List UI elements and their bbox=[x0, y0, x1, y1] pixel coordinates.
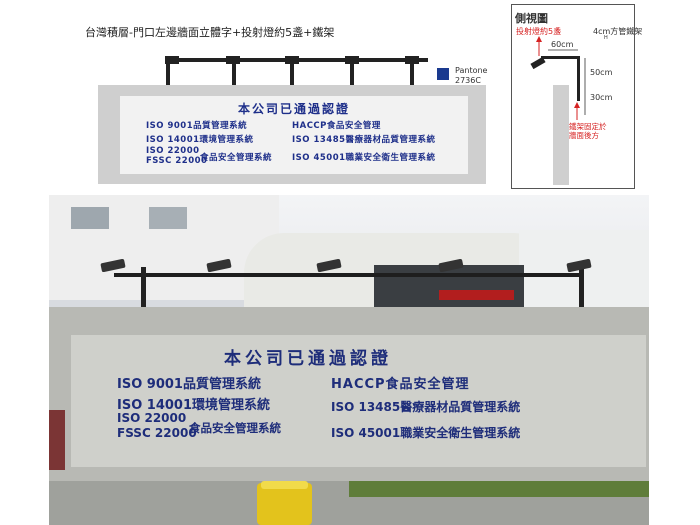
photo-red-object bbox=[49, 410, 65, 470]
design-right-line: HACCP食品安全管理 bbox=[292, 121, 381, 131]
side-fix-label: 鐵架固定於牆面後方 bbox=[569, 122, 607, 140]
side-bracket-vertical bbox=[577, 56, 580, 101]
photo-left-line: ISO 22000 bbox=[117, 411, 187, 425]
photo-panel bbox=[71, 335, 646, 467]
photo-building bbox=[519, 230, 649, 310]
photo-storefront bbox=[374, 265, 524, 307]
design-post bbox=[232, 62, 236, 86]
design-title: 台灣積層-門口左邊牆面立體字+投射燈約5盞+鐵架 bbox=[85, 26, 335, 39]
photo-heading: 本公司已通過認證 bbox=[224, 349, 392, 369]
design-post bbox=[350, 62, 354, 86]
spotlight-icon bbox=[345, 56, 359, 64]
spotlight-icon bbox=[405, 56, 419, 64]
photo-grass bbox=[349, 481, 649, 497]
design-left-line: ISO 22000 bbox=[146, 146, 200, 156]
side-lamp-label: 投射燈約5盞 bbox=[516, 27, 562, 36]
design-post bbox=[410, 62, 414, 86]
design-heading: 本公司已通過認證 bbox=[237, 102, 350, 116]
design-post bbox=[166, 62, 170, 86]
photo-post bbox=[141, 267, 146, 313]
design-left-line-suffix: 食品安全管理系統 bbox=[200, 153, 273, 163]
site-photo: 本公司已通過認證 ISO 9001品質管理系統 ISO 14001環境管理系統 … bbox=[49, 195, 649, 525]
side-h-label: H bbox=[604, 35, 608, 41]
design-panel: 本公司已通過認證 ISO 9001品質管理系統 ISO 14001環境管理系統 … bbox=[120, 96, 468, 174]
photo-right-line: ISO 13485醫療器材品質管理系統 bbox=[331, 400, 521, 414]
design-right-line: ISO 45001職業安全衛生管理系統 bbox=[292, 153, 436, 163]
photo-post bbox=[579, 267, 584, 313]
side-view-title: 側視圖 bbox=[515, 12, 548, 25]
photo-right-line: HACCP食品安全管理 bbox=[331, 377, 470, 392]
design-left-line: ISO 9001品質管理系統 bbox=[146, 121, 248, 131]
side-tube-label: 4cm方管鐵架 bbox=[593, 27, 643, 36]
dimension-60: 60cm bbox=[551, 40, 574, 49]
side-bracket-horizontal bbox=[541, 56, 579, 59]
photo-left-line: ISO 14001環境管理系統 bbox=[117, 398, 271, 413]
photo-rail bbox=[114, 273, 584, 277]
photo-left-line: ISO 9001品質管理系統 bbox=[117, 377, 261, 392]
design-left-line: FSSC 22000 bbox=[146, 156, 208, 166]
spotlight-icon bbox=[285, 56, 299, 64]
dimension-30: 30cm bbox=[590, 93, 613, 102]
photo-right-line: ISO 45001職業安全衛生管理系統 bbox=[331, 426, 521, 440]
photo-window bbox=[71, 207, 109, 229]
photo-store-sign bbox=[439, 290, 514, 300]
design-post bbox=[290, 62, 294, 86]
photo-left-line-suffix: 食品安全管理系統 bbox=[189, 421, 281, 435]
side-view-frame bbox=[511, 4, 635, 189]
design-left-line: ISO 14001環境管理系統 bbox=[146, 135, 254, 145]
spotlight-icon bbox=[165, 56, 179, 64]
dimension-50: 50cm bbox=[590, 68, 613, 77]
pantone-swatch bbox=[437, 68, 449, 80]
spotlight-icon bbox=[226, 56, 240, 64]
photo-window bbox=[149, 207, 187, 229]
photo-bollard bbox=[257, 483, 312, 525]
side-wall bbox=[553, 85, 569, 185]
pantone-label: Pantone 2736C bbox=[455, 66, 488, 85]
photo-bollard-top bbox=[261, 481, 308, 489]
photo-left-line: FSSC 22000 bbox=[117, 426, 197, 440]
design-right-line: ISO 13485醫療器材品質管理系統 bbox=[292, 135, 436, 145]
